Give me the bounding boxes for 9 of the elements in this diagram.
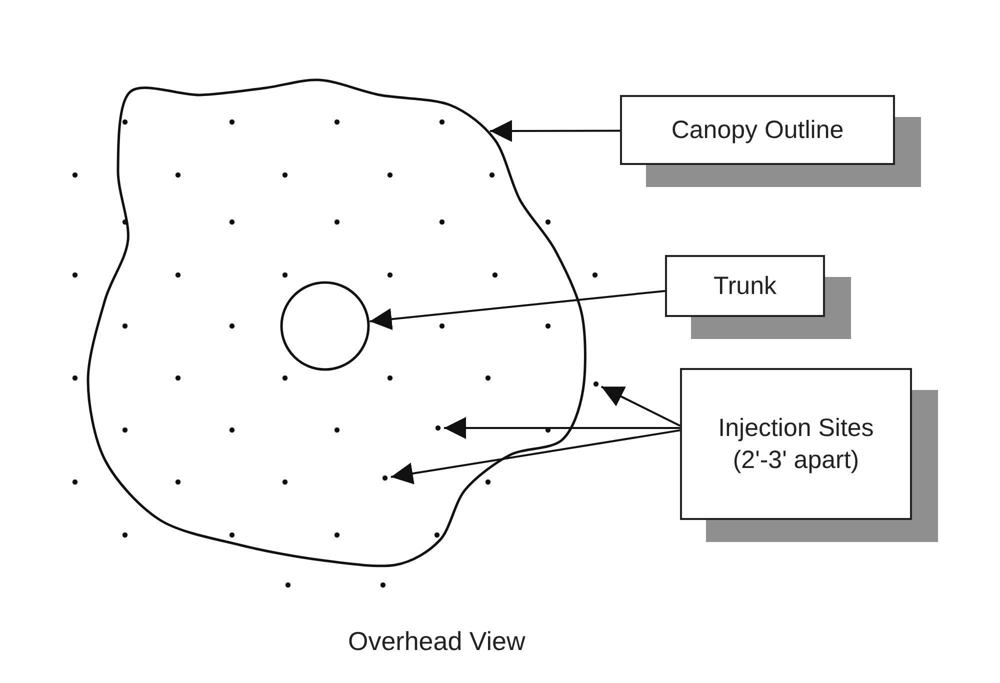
arrow bbox=[490, 120, 620, 142]
diagram-caption: Overhead View bbox=[348, 626, 526, 657]
arrow bbox=[444, 417, 680, 439]
box-label: Trunk bbox=[714, 270, 776, 302]
arrow bbox=[600, 386, 680, 427]
box-label: Canopy Outline bbox=[671, 114, 844, 146]
box-label: Injection Sites (2'-3' apart) bbox=[717, 412, 875, 476]
arrow bbox=[390, 429, 680, 484]
arrow bbox=[370, 290, 666, 330]
